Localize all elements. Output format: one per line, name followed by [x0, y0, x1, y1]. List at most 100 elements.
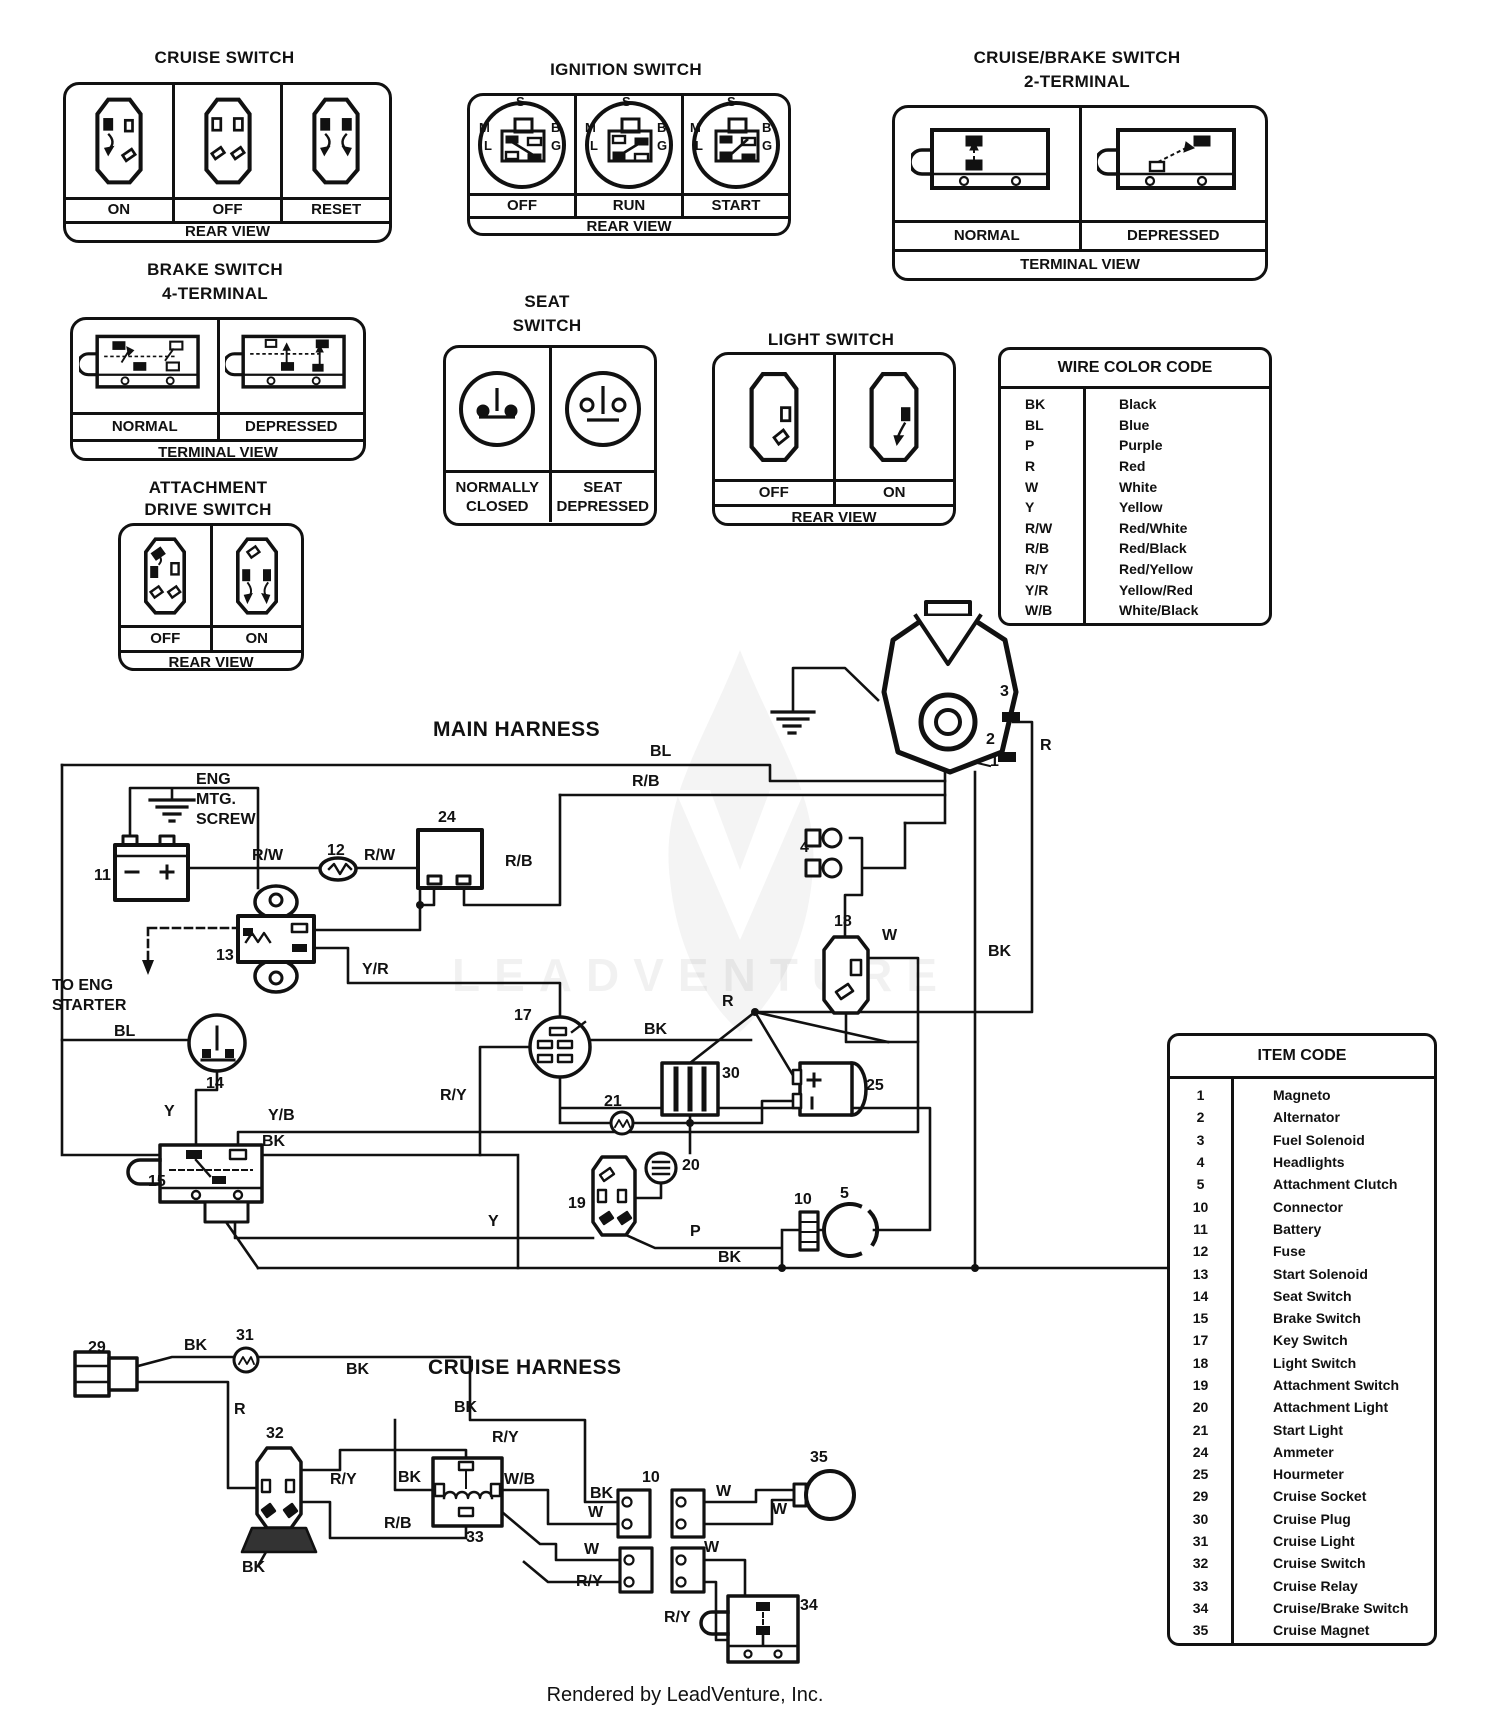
- seat-switch-icon: [564, 371, 641, 447]
- harness-label: 17: [514, 1007, 532, 1024]
- fuse-symbol: [318, 856, 358, 882]
- switch-position-label: OFF: [715, 482, 836, 504]
- connector-rear-view-icon: [203, 97, 252, 185]
- switch-position-label: OFF: [175, 200, 284, 221]
- brake-switch-panel-title2: 4-TERMINAL: [162, 284, 268, 303]
- panel-light-switch: OFF ON REAR VIEW: [712, 352, 956, 526]
- harness-label: R: [234, 1401, 246, 1418]
- brake-switch-symbol: [126, 1143, 264, 1224]
- wire-code-name: Red/Black: [1119, 540, 1187, 557]
- wire-code-abbr: W/B: [1025, 602, 1053, 619]
- harness-label: BK: [262, 1133, 286, 1150]
- terminal-view-icon: [78, 334, 200, 389]
- wire-code-name: Red: [1119, 458, 1146, 475]
- harness-label: 3: [1000, 683, 1009, 700]
- cruise-brake-switch-symbol: [699, 1594, 800, 1664]
- item-code-name: Alternator: [1273, 1109, 1340, 1126]
- harness-label: P: [690, 1223, 701, 1240]
- switch-position-cell: [283, 85, 389, 197]
- switch-position-cell: [66, 85, 175, 197]
- seat-switch-symbol: [187, 1013, 247, 1073]
- harness-label: BL: [114, 1023, 136, 1040]
- item-code-row: 31 Cruise Light: [1170, 1530, 1434, 1552]
- harness-label: W/B: [504, 1471, 536, 1488]
- key-switch-rear-view-icon: [692, 100, 780, 189]
- item-code-name: Cruise/Brake Switch: [1273, 1599, 1409, 1616]
- cruise-switch-panel-title: CRUISE SWITCH: [154, 48, 295, 67]
- harness-label: 33: [466, 1529, 484, 1546]
- wire-code-name: Red/White: [1119, 519, 1188, 536]
- item-code-name: Battery: [1273, 1220, 1322, 1237]
- harness-label: R/Y: [492, 1429, 519, 1446]
- footer-credit: Rendered by LeadVenture, Inc.: [546, 1684, 824, 1706]
- cruise-harness-title: CRUISE HARNESS: [428, 1356, 622, 1379]
- harness-label: W: [772, 1501, 788, 1518]
- item-code-name: Attachment Switch: [1273, 1377, 1400, 1393]
- item-code-number: 31: [1192, 1533, 1209, 1550]
- connector-rear-view-icon: [749, 371, 799, 463]
- wire-color-code-title: WIRE COLOR CODE: [1001, 350, 1269, 389]
- harness-label: B: [657, 120, 667, 135]
- item-code-number: 11: [1193, 1220, 1208, 1237]
- switch-position-cell: [213, 526, 302, 625]
- switch-position-cell: [446, 348, 552, 470]
- item-code-name: Magneto: [1273, 1087, 1331, 1104]
- item-code-name: Cruise Light: [1273, 1533, 1355, 1550]
- seat-switch-panel-title2: SWITCH: [512, 316, 582, 335]
- ground-symbol-engine: [770, 666, 880, 735]
- wire-code-abbr: R/Y: [1025, 561, 1049, 578]
- engine-magneto-symbol: [881, 600, 1020, 775]
- wire-code-name: Black: [1119, 396, 1157, 413]
- harness-label: Y: [488, 1213, 499, 1230]
- harness-label: BK: [718, 1249, 742, 1266]
- switch-position-cell: [121, 526, 213, 625]
- switch-position-line: CLOSED: [465, 497, 529, 515]
- harness-label: BK: [184, 1337, 208, 1354]
- panel-seat-switch: NORMALLY CLOSED SEAT DEPRESSED: [443, 345, 657, 526]
- panel-brake-switch: NORMAL DEPRESSED TERMINAL VIEW: [70, 317, 366, 461]
- switch-position-cell: [684, 96, 788, 193]
- harness-label: L: [484, 138, 492, 153]
- light-switch-symbol: [822, 935, 870, 1015]
- switch-position-cell: [895, 108, 1082, 220]
- switch-position-line: SEAT: [583, 478, 623, 496]
- harness-label: M: [585, 120, 596, 135]
- switch-position-cell: [175, 85, 284, 197]
- item-code-number: 24: [1192, 1443, 1209, 1460]
- terminal-view-icon: [1097, 128, 1237, 190]
- item-code-name: Attachment Clutch: [1273, 1176, 1398, 1193]
- item-code-name: Hourmeter: [1273, 1466, 1344, 1483]
- item-code-title: ITEM CODE: [1170, 1036, 1434, 1079]
- harness-label: S: [516, 94, 525, 109]
- harness-label: Y/B: [268, 1107, 295, 1124]
- wire-code-name: Red/Yellow: [1119, 561, 1193, 578]
- connector-rear-view-icon: [95, 97, 143, 185]
- item-code-name: Start Light: [1273, 1421, 1343, 1438]
- ignition-switch-panel-title: IGNITION SWITCH: [550, 60, 702, 79]
- start-light-symbol: [609, 1110, 635, 1136]
- cruise-connector-symbols: [616, 1488, 706, 1594]
- panel-cruise-switch: ON OFF RESET REAR VIEW: [63, 82, 392, 243]
- connector-rear-view-icon: [869, 371, 919, 463]
- item-code-name: Attachment Light: [1273, 1399, 1389, 1416]
- cruise-plug-symbol: [660, 1061, 720, 1117]
- harness-label: W: [588, 1504, 604, 1521]
- switch-position-label: NORMAL: [895, 223, 1082, 249]
- wire-code-abbr: R/B: [1025, 540, 1050, 557]
- connector-rear-view-icon: [144, 536, 187, 615]
- watermark-logo: [668, 650, 814, 1032]
- harness-label: 1: [990, 753, 999, 770]
- table-divider: [1083, 389, 1086, 623]
- harness-label: 15: [148, 1173, 166, 1190]
- switch-position-cell: [470, 96, 577, 193]
- connector-rear-view-icon: [312, 97, 360, 185]
- item-code-name: Fuel Solenoid: [1273, 1131, 1365, 1148]
